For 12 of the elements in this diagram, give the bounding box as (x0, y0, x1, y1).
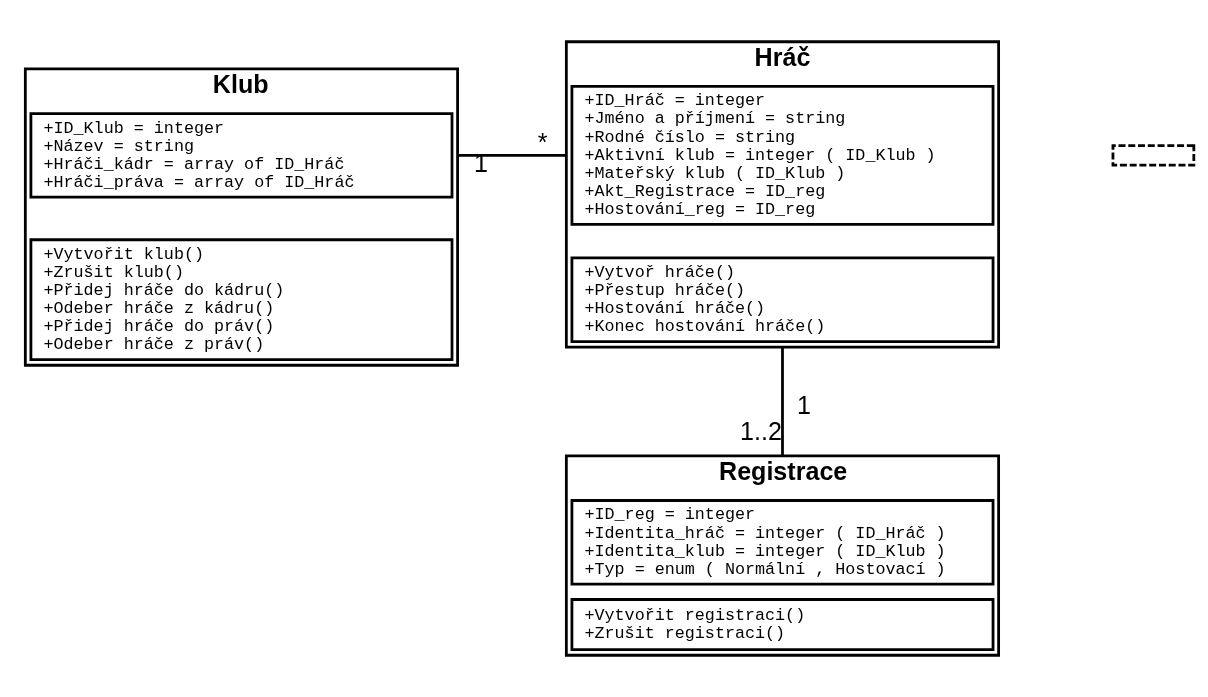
label: * (537, 128, 548, 157)
label: 1 (797, 391, 811, 420)
node-box: +ID_reg = integer +Identita_hráč = integer ( ID_Hráč ) +Identita_klub = integer ( ID_Klub ) +Typ = enum ( Normální , Hostovací ) (570, 499, 995, 586)
node-box: +Vytvořit registraci() +Zrušit registraci() (570, 598, 995, 652)
label: 1..2 (740, 416, 782, 445)
node-box: +Vytvořit klub() +Zrušit klub() +Přidej hráče do kádru() +Odeber hráče z kádru() +Přidej hráče do práv() +Odeber hráče z práv() (29, 238, 454, 362)
node-box: +ID_Klub = integer +Název = string +Hráči_kádr = array of ID_Hráč +Hráči_práva = array of ID_Hráč (29, 112, 454, 199)
node-box: +ID_Hráč = integer +Jméno a příjmení = string +Rodné číslo = string +Aktivní klub = integer ( ID_Klub ) +Mateřský klub ( ID_Klub ) +Akt_Registrace = ID_reg +Hostování_reg = ID_reg (570, 84, 995, 226)
node-box: +Vytvoř hráče() +Přestup hráče() +Hostování hráče() +Konec hostování hráče() (570, 256, 995, 343)
connector (457, 154, 567, 157)
connector (781, 347, 784, 456)
node-box (1111, 144, 1196, 167)
